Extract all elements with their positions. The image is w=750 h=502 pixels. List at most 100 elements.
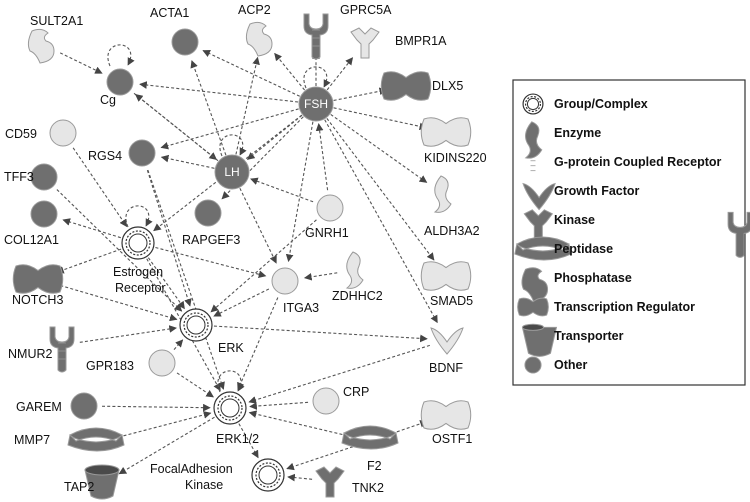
node-COL12A1[interactable]: COL12A1 <box>4 200 59 247</box>
self-loop-EstrogenReceptor <box>125 205 153 228</box>
edge-GNRH1-LH <box>250 177 314 203</box>
node-NMUR2[interactable]: NMUR2 <box>8 326 75 373</box>
node-CRP[interactable]: CRP <box>312 385 369 415</box>
legend-label: Other <box>554 358 587 372</box>
node-ALDH3A2[interactable]: ALDH3A2 <box>424 175 480 238</box>
node-CD59[interactable]: CD59 <box>5 119 77 147</box>
self-loop-Cg <box>107 44 135 67</box>
edge-ERK12-TAP2 <box>118 416 215 475</box>
node-TAP2[interactable]: TAP2 <box>64 464 120 500</box>
node-SMAD5[interactable]: SMAD5 <box>420 261 473 308</box>
legend-item-growth: Growth Factor <box>522 182 640 211</box>
node-label: FocalAdhesion <box>150 462 233 476</box>
node-GPRC5A[interactable]: GPRC5A <box>303 3 392 60</box>
node-label: TNK2 <box>352 481 384 495</box>
self-loop-LH <box>219 134 247 157</box>
self-loop-FSH <box>303 66 331 89</box>
node-KIDINS220[interactable]: KIDINS220 <box>420 117 487 165</box>
edge-ITGA3-ERK12 <box>237 297 279 391</box>
node-label: FSH <box>304 97 328 111</box>
node-LH[interactable]: LH <box>214 154 250 190</box>
node-F2[interactable]: F2 <box>341 425 399 473</box>
node-ACP2[interactable]: ACP2 <box>238 3 273 57</box>
edge-LH-ITGA3 <box>239 187 277 264</box>
edge-EstrogenReceptor-ERK <box>147 257 185 310</box>
edge-GNRH1-ERK <box>210 219 317 313</box>
node-GNRH1[interactable]: GNRH1 <box>305 194 349 240</box>
node-DLX5[interactable]: DLX5 <box>380 71 463 101</box>
node-label: GNRH1 <box>305 226 349 240</box>
node-label: Estrogen <box>113 265 163 279</box>
edge-EstrogenReceptor-ITGA3 <box>155 246 267 278</box>
edge-F2-ERK12 <box>248 410 353 438</box>
node-RAPGEF3[interactable]: RAPGEF3 <box>182 199 240 247</box>
edge-GNRH1-FSH <box>315 123 329 191</box>
edge-SULT2A1-Cg <box>59 52 103 74</box>
node-ERK12[interactable]: ERK1/2 <box>213 391 259 446</box>
edge-RGS4-ERK12 <box>147 169 225 390</box>
edge-FSH-KIDINS220 <box>333 107 428 131</box>
edge-EstrogenReceptor-NOTCH3 <box>56 248 122 274</box>
edge-ERK12-FocalAdhesionKinase <box>238 423 259 459</box>
node-label: ACP2 <box>238 3 271 17</box>
edge-FSH-ALDH3A2 <box>330 113 428 183</box>
edge-LH-Cg <box>134 94 219 162</box>
node-label: GPR183 <box>86 359 134 373</box>
edge-BDNF-ERK12 <box>248 344 430 404</box>
node-label: Receptor <box>115 281 166 295</box>
legend-label: Transcription Regulator <box>554 300 695 314</box>
node-label: MMP7 <box>14 433 50 447</box>
self-loop-ERK12 <box>217 370 245 393</box>
node-label: ALDH3A2 <box>424 224 480 238</box>
node-GAREM[interactable]: GAREM <box>16 392 98 420</box>
node-ERK[interactable]: ERK <box>179 308 244 355</box>
edge-LH-ACP2 <box>235 56 260 155</box>
legend-item-kinase: Kinase <box>523 209 595 241</box>
node-BDNF[interactable]: BDNF <box>429 327 464 375</box>
edge-LH-RGS4 <box>160 154 215 169</box>
node-label: KIDINS220 <box>424 151 487 165</box>
node-label: RAPGEF3 <box>182 233 240 247</box>
edge-TNK2-FocalAdhesionKinase <box>287 473 313 482</box>
edge-GPR183-ERK12 <box>176 372 214 398</box>
edge-CRP-ERK12 <box>249 401 309 410</box>
edge-NMUR2-ERK <box>79 325 177 343</box>
legend-label: G-protein Coupled Receptor <box>554 155 722 169</box>
node-label: ZDHHC2 <box>332 289 383 303</box>
node-label: CD59 <box>5 127 37 141</box>
node-ACTA1[interactable]: ACTA1 <box>150 6 199 56</box>
node-label: F2 <box>367 459 382 473</box>
edge-FSH-ACTA1 <box>202 50 300 97</box>
node-Cg[interactable]: Cg <box>100 68 134 107</box>
node-FSH[interactable]: FSH <box>298 86 334 122</box>
node-label: LH <box>224 165 239 179</box>
edge-FSH-SMAD5 <box>326 118 435 261</box>
edge-NOTCH3-ERK <box>55 283 178 322</box>
node-label: Kinase <box>185 478 223 492</box>
edge-CD59-EstrogenReceptor <box>72 147 128 228</box>
node-TFF3[interactable]: TFF3 <box>4 163 58 191</box>
node-GPR183[interactable]: GPR183 <box>86 349 176 377</box>
legend-item-group: Group/Complex <box>522 93 648 115</box>
legend-item-enzyme: Enzyme <box>524 121 601 159</box>
node-NOTCH3[interactable]: NOTCH3 <box>12 264 63 307</box>
node-SULT2A1[interactable]: SULT2A1 <box>27 14 83 64</box>
legend-label: Peptidase <box>554 242 613 256</box>
node-ZDHHC2[interactable]: ZDHHC2 <box>332 251 383 303</box>
node-OSTF1[interactable]: OSTF1 <box>420 400 472 446</box>
node-RGS4[interactable]: RGS4 <box>88 139 156 167</box>
node-label: TAP2 <box>64 480 94 494</box>
node-label: RGS4 <box>88 149 122 163</box>
node-ITGA3[interactable]: ITGA3 <box>271 267 319 315</box>
node-label: TFF3 <box>4 170 34 184</box>
legend-item-circle: Other <box>524 356 587 374</box>
node-MMP7[interactable]: MMP7 <box>14 427 125 452</box>
node-TNK2[interactable]: TNK2 <box>315 466 384 498</box>
node-label: SULT2A1 <box>30 14 83 28</box>
node-BMPR1A[interactable]: BMPR1A <box>350 27 447 59</box>
edge-EstrogenReceptor-COL12A1 <box>62 218 121 239</box>
